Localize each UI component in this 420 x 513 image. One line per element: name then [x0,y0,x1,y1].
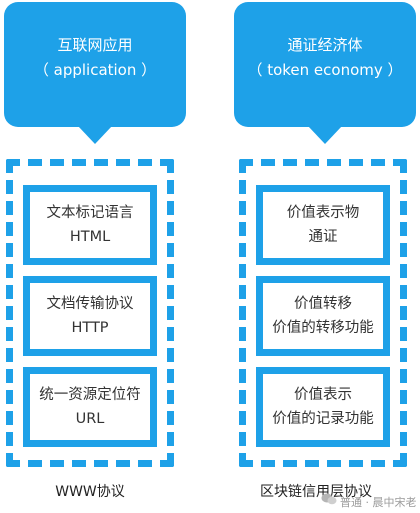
card-subtitle: URL [75,411,105,427]
frame-www-protocol: 文本标记语言 HTML 文档传输协议 HTTP 统一资源定位符 URL [6,159,174,467]
callout-title: 互联网应用 [57,35,133,54]
card-subtitle: HTML [69,229,111,245]
callout-subtitle: （ application ） [33,60,157,79]
card-title: 统一资源定位符 [39,387,141,403]
callout-subtitle: （ token economy ） [247,60,403,79]
card-title: 文档传输协议 [46,296,134,312]
caption-www-protocol: WWW协议 [55,484,125,500]
card-token: 价值表示物 通证 [256,185,390,265]
card-html: 文本标记语言 HTML [23,185,157,265]
watermark-text: 普通 · 晨中宋老 [340,496,417,509]
card-title: 价值表示 [294,387,352,403]
callout-token-economy: 通证经济体 （ token economy ） [234,2,416,144]
card-http: 文档传输协议 HTTP [23,276,157,356]
caption-blockchain-protocol: 区块链信用层协议 [260,484,372,500]
card-value-transfer: 价值转移 价值的转移功能 [256,276,390,356]
card-title: 价值表示物 [286,205,360,221]
callout-application: 互联网应用 （ application ） [4,2,186,144]
wechat-icon [321,493,337,505]
card-title: 价值转移 [294,296,352,312]
card-value-record: 价值表示 价值的记录功能 [256,367,390,447]
card-subtitle: HTTP [71,320,109,336]
frame-blockchain-protocol: 价值表示物 通证 价值转移 价值的转移功能 价值表示 价值的记录功能 [239,159,407,467]
card-subtitle: 价值的转移功能 [272,320,374,336]
card-url: 统一资源定位符 URL [23,367,157,447]
card-subtitle: 价值的记录功能 [272,411,374,427]
callout-title: 通证经济体 [287,35,363,54]
card-subtitle: 通证 [308,229,338,245]
card-title: 文本标记语言 [46,205,134,221]
